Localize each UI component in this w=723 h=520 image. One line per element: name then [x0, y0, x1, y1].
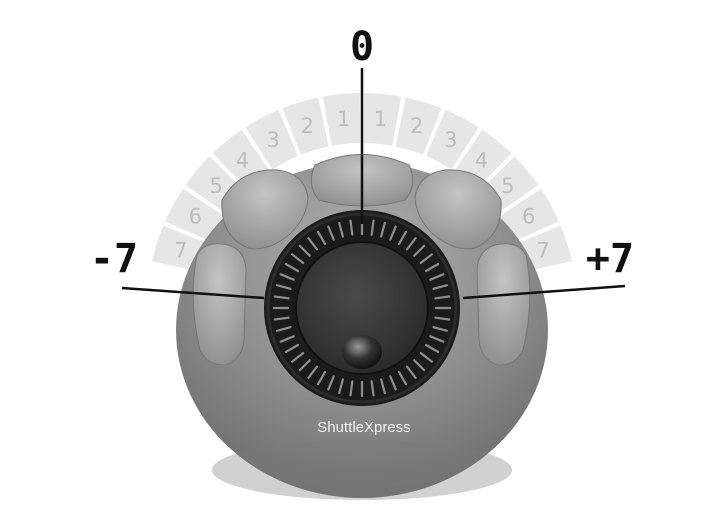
ring-grip [338, 378, 344, 395]
shuttle-device: ShuttleXpress [176, 154, 548, 500]
ring-grip [338, 221, 344, 238]
ring-segment-number: 2 [301, 114, 314, 138]
ring-grip [349, 219, 354, 236]
ring-grip [413, 244, 426, 257]
ring-grip [349, 380, 354, 397]
ring-segment-number: 7 [174, 239, 187, 263]
ring-grip [397, 370, 408, 386]
button-2[interactable] [221, 169, 309, 250]
ring-grip [380, 221, 386, 238]
ring-grip [291, 351, 305, 363]
ring-segment-number: 3 [444, 128, 457, 152]
ring-segment [245, 109, 298, 170]
ring-segment [322, 93, 361, 146]
ring-grip [405, 365, 417, 379]
ring-segment [499, 188, 559, 242]
ring-grip [279, 273, 295, 281]
left-pointer-line [121, 286, 265, 300]
ring-segment-number: 4 [236, 148, 249, 172]
ring-grip [397, 230, 408, 246]
ring-segment-number: 5 [501, 174, 514, 198]
ring-grip [275, 284, 292, 290]
ring-segment-number: 6 [522, 205, 535, 229]
ring-grip [316, 370, 327, 386]
ring-segment-number: 7 [536, 239, 549, 263]
left-limit-label: -7 [90, 236, 138, 282]
ring-grip [275, 326, 292, 332]
button-4[interactable] [414, 169, 502, 250]
shuttle-ring-grips [272, 218, 452, 398]
button-5[interactable] [476, 243, 531, 366]
device-shadow [212, 440, 512, 500]
ring-segment [165, 188, 225, 242]
ring-grip [434, 295, 451, 300]
ring-grip [284, 262, 300, 273]
ring-grip [429, 273, 445, 281]
ring-grip [284, 343, 300, 354]
ring-grip [380, 378, 386, 395]
ring-grip [424, 262, 440, 273]
ring-grip [273, 316, 290, 321]
ring-segment [395, 97, 442, 155]
ring-grip [298, 359, 311, 372]
ring-grip [424, 343, 440, 354]
jog-dimple[interactable] [342, 335, 382, 369]
ring-grip [370, 219, 375, 236]
ring-grip [413, 359, 426, 372]
right-limit-label: +7 [586, 236, 634, 282]
ring-segment [363, 93, 402, 146]
ring-grip [327, 375, 335, 391]
ring-segment-number: 1 [374, 107, 387, 131]
ring-grip [307, 365, 319, 379]
ring-grip [429, 335, 445, 343]
ring-grip [298, 244, 311, 257]
ring-grip [432, 284, 449, 290]
ring-grip [273, 295, 290, 300]
button-1[interactable] [192, 243, 247, 366]
center-position-label: 0 [350, 24, 374, 70]
ring-segment-number: 3 [267, 128, 280, 152]
ring-grip [316, 230, 327, 246]
ring-grip [307, 237, 319, 251]
ring-segment-number: 6 [189, 205, 202, 229]
ring-segment-number: 4 [475, 148, 488, 172]
ring-grip [327, 225, 335, 241]
ring-segment-number: 1 [337, 107, 350, 131]
brand-logo: ShuttleXpress [317, 419, 410, 436]
ring-grip [405, 237, 417, 251]
ring-segment [426, 109, 479, 170]
ring-grip [370, 380, 375, 397]
ring-grip [291, 253, 305, 265]
ring-segment [282, 97, 329, 155]
ring-grip [389, 225, 397, 241]
jog-knob[interactable] [295, 241, 429, 375]
ring-grip [279, 335, 295, 343]
ring-grip [419, 253, 433, 265]
right-pointer-line [462, 284, 626, 300]
ring-segment-number: 2 [410, 114, 423, 138]
ring-grip [389, 375, 397, 391]
ring-grip [419, 351, 433, 363]
ring-segment-number: 5 [209, 174, 222, 198]
ring-grip [434, 316, 451, 321]
ring-grip [432, 326, 449, 332]
